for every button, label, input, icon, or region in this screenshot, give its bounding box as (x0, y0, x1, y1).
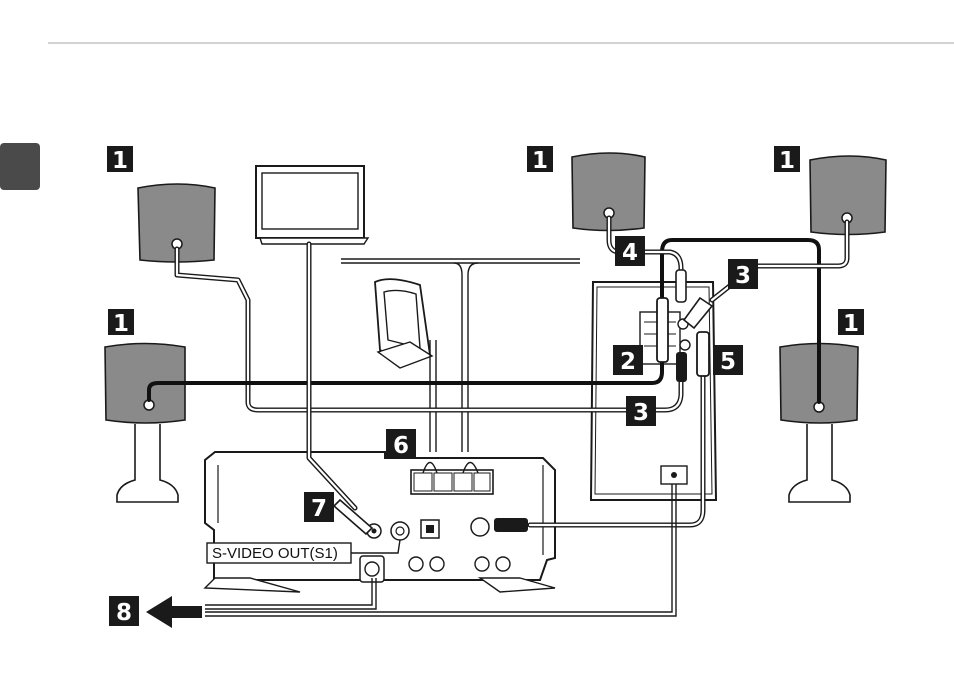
callout-rear-left: 1 (108, 309, 134, 337)
callout-subwoofer-connect-lower: 3 (626, 396, 656, 426)
callout-front-left: 1 (107, 146, 133, 174)
callout-8-number: 8 (116, 600, 132, 626)
callout-front-left-number: 1 (112, 148, 128, 174)
plug-front-left (676, 352, 687, 382)
callout-center: 1 (527, 146, 553, 174)
callout-4-number: 4 (622, 240, 638, 266)
callout-3-number: 3 (735, 263, 751, 289)
callout-7-number: 7 (311, 496, 327, 522)
callout-2-number: 2 (620, 349, 636, 375)
callout-rear-right-number: 1 (843, 311, 859, 337)
plug-center (676, 270, 686, 302)
callout-5-number: 5 (720, 349, 736, 375)
loop-antenna-icon (375, 279, 436, 452)
arrow-left-icon (146, 596, 202, 628)
plug-rear (657, 298, 668, 362)
svideo-out-label: S-VIDEO OUT(S1) (212, 545, 338, 562)
callout-video-cord: 7 (304, 492, 334, 522)
side-tab (0, 143, 40, 190)
callout-front-right: 1 (774, 146, 800, 174)
callout-ac-power: 8 (109, 596, 139, 626)
callout-rear-right: 1 (838, 309, 864, 337)
callout-front-right-number: 1 (779, 148, 795, 174)
callout-rear-left-number: 1 (113, 311, 129, 337)
speaker-rear-left (105, 344, 185, 503)
callout-6-number: 6 (393, 433, 409, 459)
tv-icon (256, 166, 368, 244)
callout-sub-system-cable: 5 (713, 345, 743, 375)
callout-antenna: 6 (386, 429, 416, 459)
callout-3b-number: 3 (633, 400, 649, 426)
callout-speaker-cord: 2 (613, 345, 643, 375)
callout-subwoofer-connect: 3 (728, 259, 758, 289)
callout-center-number: 1 (532, 148, 548, 174)
callout-rear-speaker-cord: 4 (615, 236, 645, 266)
